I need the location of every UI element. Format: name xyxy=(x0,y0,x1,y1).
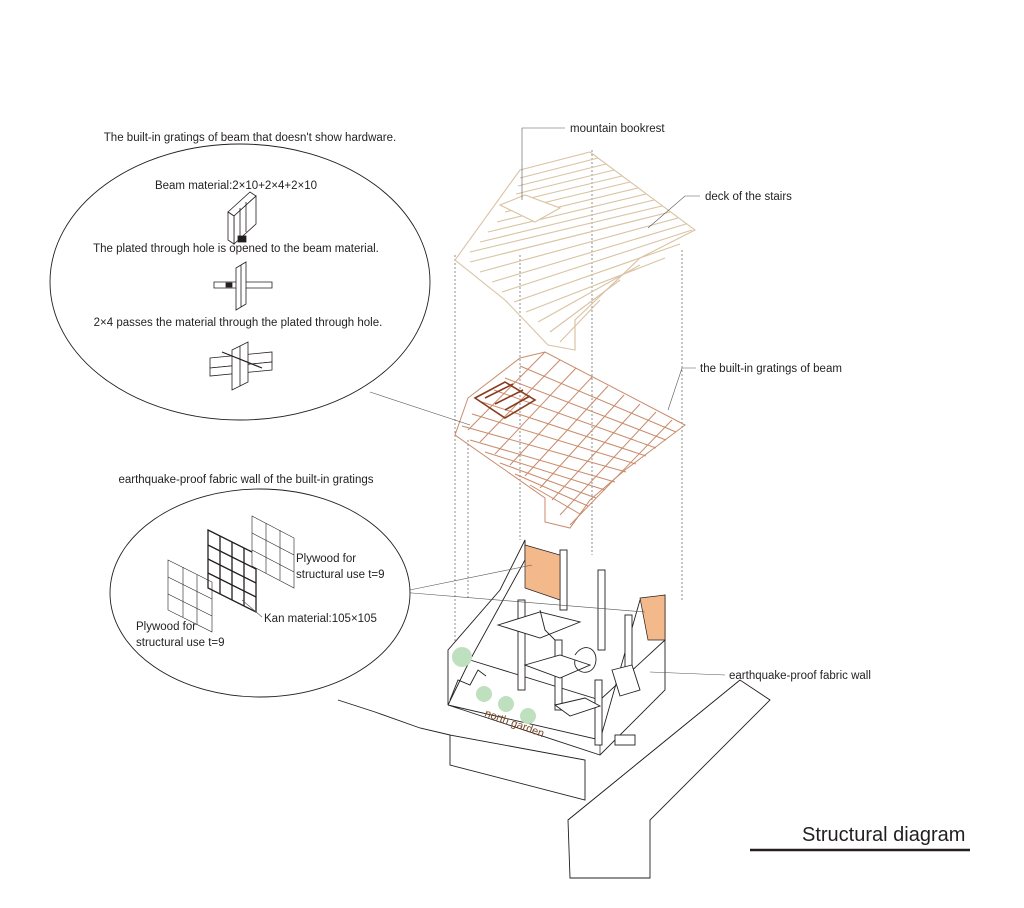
tree-1 xyxy=(452,647,472,667)
wall-detail-ellipse xyxy=(109,488,411,698)
beam-step-2: The plated through hole is opened to the… xyxy=(93,243,379,255)
column-1 xyxy=(517,599,526,691)
grating-outline xyxy=(454,351,686,529)
partition-2 xyxy=(523,654,592,679)
plywood-right-line1: Plywood for xyxy=(296,553,356,565)
leader-gratings-of-beam xyxy=(667,367,696,411)
leader-mountain-bookrest xyxy=(521,127,565,200)
fabric-panel-right xyxy=(639,594,666,641)
label-gratings-of-beam: the built-in gratings of beam xyxy=(700,363,842,375)
wall-callout-leaders xyxy=(399,564,646,613)
partition-3 xyxy=(553,697,602,717)
stair-spiral xyxy=(574,647,597,673)
beam-detail-heading: The built-in gratings of beam that doesn… xyxy=(104,132,396,144)
beam-icon-1 xyxy=(227,191,257,245)
column-2 xyxy=(559,549,568,611)
leader-fabric-wall xyxy=(649,671,726,676)
plywood-left-line2: structural use t=9 xyxy=(136,637,225,649)
wall-detail-heading: earthquake-proof fabric wall of the buil… xyxy=(118,474,373,486)
kan-leader xyxy=(241,599,263,618)
deck-opening xyxy=(498,194,562,223)
plywood-left-line1: Plywood for xyxy=(136,621,196,633)
garden-rocks xyxy=(449,669,487,701)
tree-4 xyxy=(520,708,536,724)
fabric-panel-left xyxy=(524,544,561,601)
label-mountain-bookrest: mountain bookrest xyxy=(570,123,665,135)
beam-gratings-drawing xyxy=(454,351,686,529)
label-fabric-wall: earthquake-proof fabric wall xyxy=(729,670,871,682)
column-5 xyxy=(594,679,603,746)
north-garden-label: north garden xyxy=(483,708,546,741)
grating-accent-frame xyxy=(473,381,537,419)
retaining-wall xyxy=(449,734,586,801)
projection-lines xyxy=(454,150,683,645)
stair-block xyxy=(611,664,641,697)
plywood-panel-left xyxy=(167,559,213,633)
tree-2 xyxy=(476,686,492,702)
building-drawing xyxy=(337,539,771,879)
tree-3 xyxy=(498,696,514,712)
beam-callout-leader xyxy=(369,391,471,426)
plywood-right-line2: structural use t=9 xyxy=(296,569,385,581)
beam-icon-3 xyxy=(209,341,273,391)
beam-icon-2 xyxy=(213,261,273,311)
deck-of-stairs-drawing xyxy=(454,151,697,351)
kan-material-label: Kan material:105×105 xyxy=(264,613,377,625)
plywood-panel-right xyxy=(251,515,295,589)
label-deck-of-stairs: deck of the stairs xyxy=(705,191,792,203)
beam-step-3: 2×4 passes the material through the plat… xyxy=(94,317,383,329)
diagram-title: Structural diagram xyxy=(802,824,965,846)
leader-deck-of-stairs xyxy=(647,195,700,229)
ground-step-left xyxy=(337,699,451,736)
partition-1 xyxy=(496,611,582,639)
entrance-step xyxy=(614,734,636,746)
column-3 xyxy=(597,569,606,651)
beam-step-1: Beam material:2×10+2×4+2×10 xyxy=(155,180,317,192)
